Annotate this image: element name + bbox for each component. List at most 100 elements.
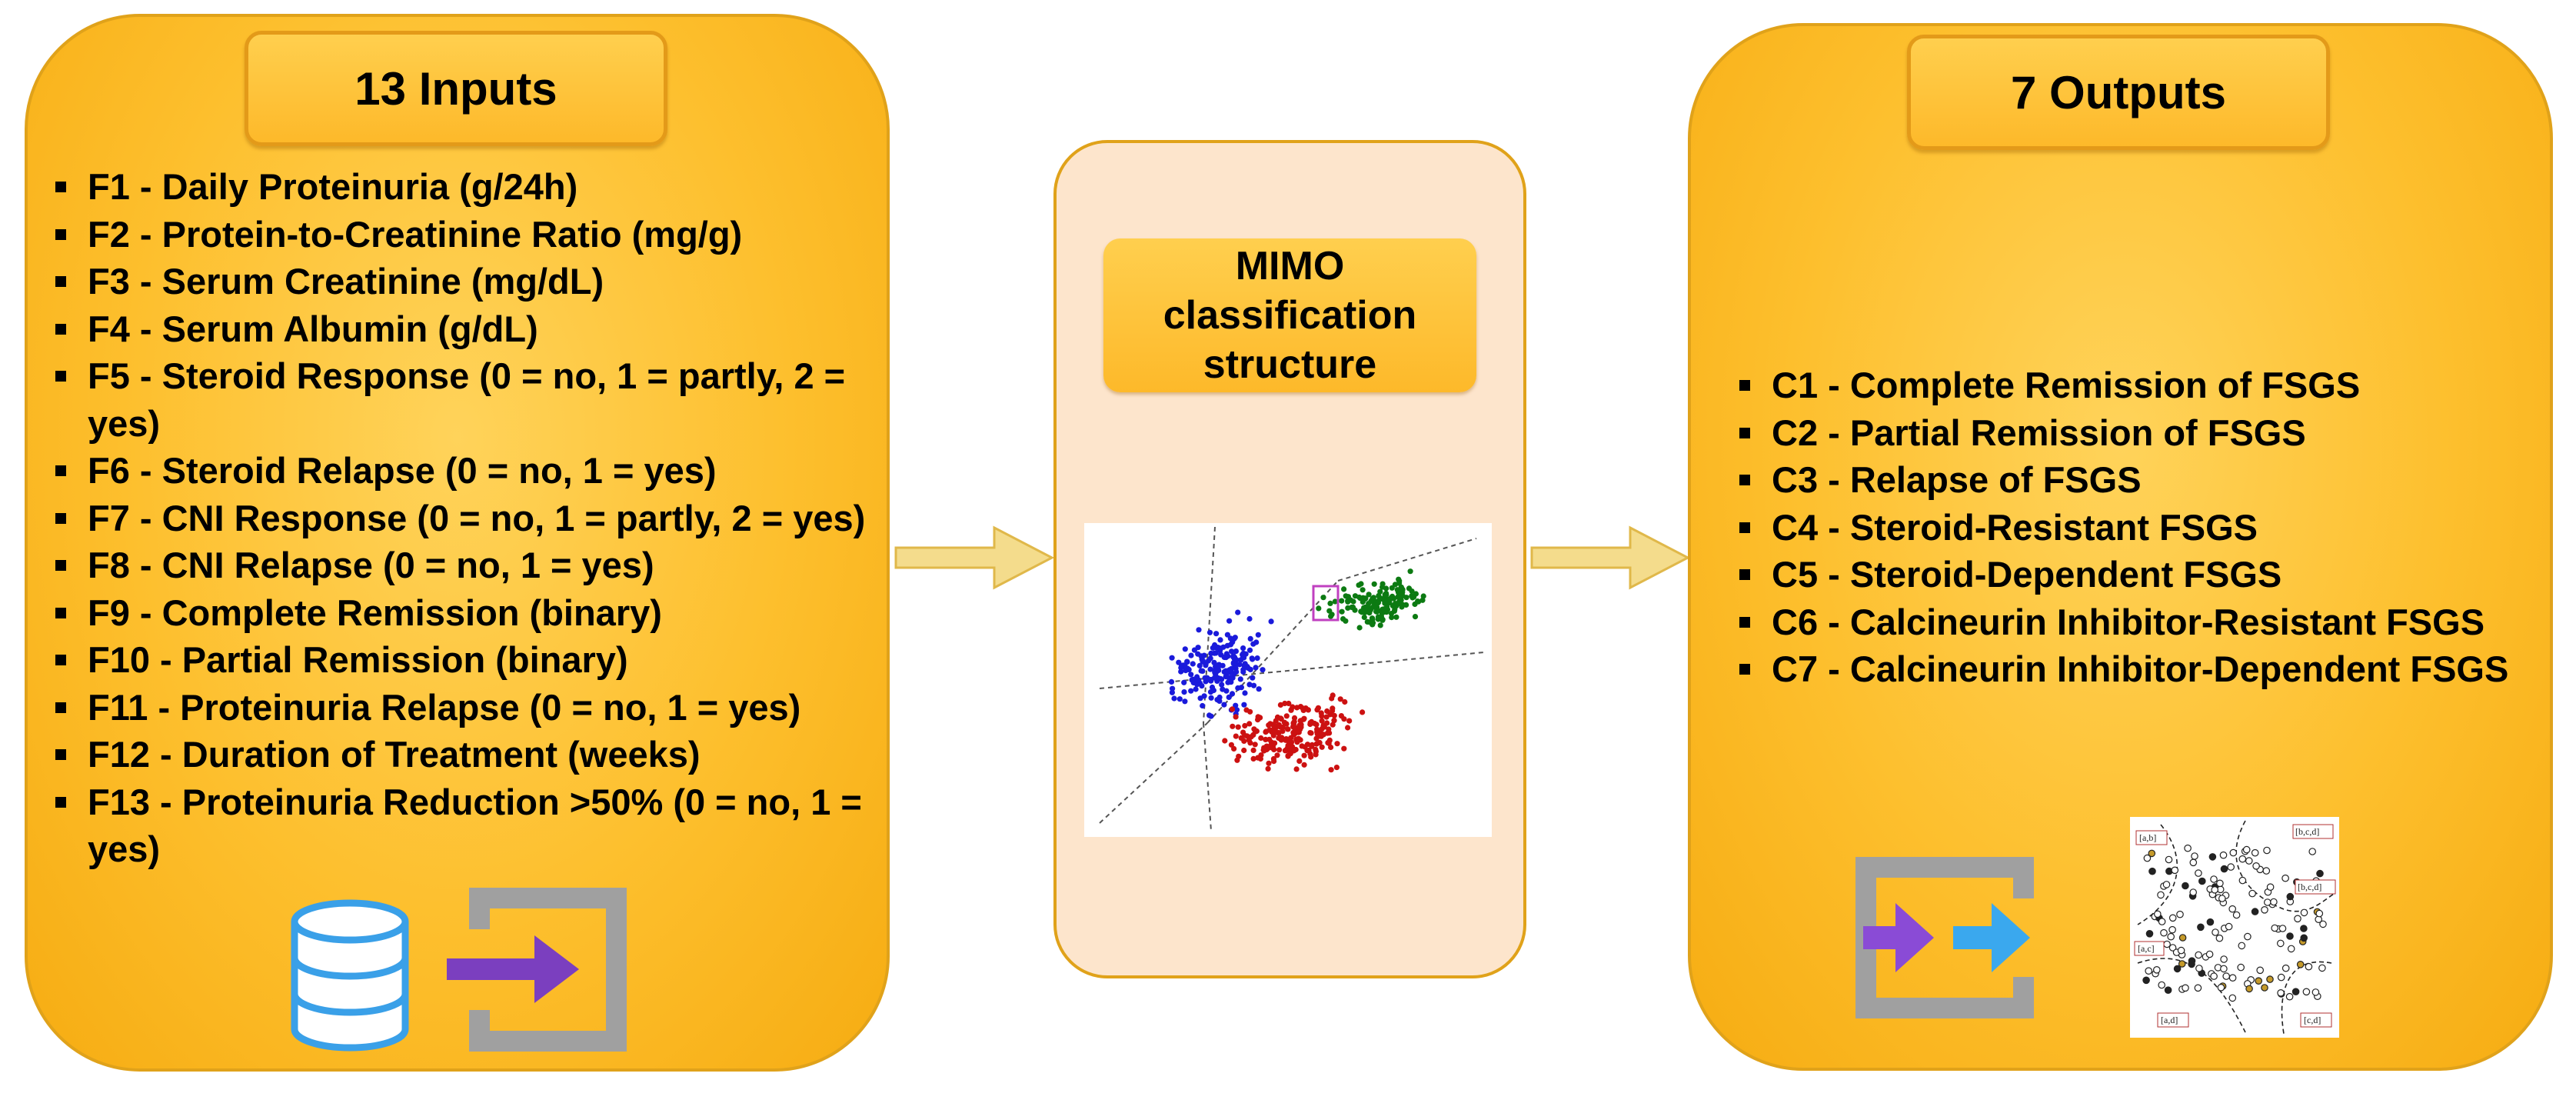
scatter-point	[1236, 753, 1242, 759]
scatter-point	[1226, 618, 1233, 624]
scatter-point	[1226, 694, 1232, 700]
scatter-point	[1233, 702, 1239, 708]
scatter-point	[1236, 662, 1243, 668]
input-item: F9 - Complete Remission (binary)	[52, 589, 883, 637]
cluster-label: [a,c]	[2138, 943, 2155, 954]
cluster-point	[2208, 853, 2217, 861]
cluster-point	[2205, 950, 2214, 958]
cluster-point	[2277, 973, 2285, 982]
scatter-point	[1345, 725, 1351, 731]
scatter-point	[1314, 731, 1320, 737]
scatter-point	[1207, 666, 1213, 672]
cluster-point	[2244, 932, 2252, 941]
scatter-point	[1292, 725, 1298, 732]
scatter-point	[1242, 722, 1248, 729]
scatter-point	[1240, 729, 1246, 735]
cluster-point	[2191, 852, 2198, 860]
cluster-point	[2158, 918, 2166, 925]
scatter-point	[1222, 738, 1228, 744]
input-item: F13 - Proteinuria Reduction >50% (0 = no…	[52, 778, 883, 873]
scatter-point	[1182, 646, 1188, 652]
scatter-point	[1286, 700, 1292, 707]
scatter-point	[1360, 709, 1366, 715]
scatter-point	[1309, 718, 1315, 725]
cluster-point	[2316, 869, 2324, 878]
cluster-point	[2227, 863, 2235, 871]
cluster-point	[2300, 925, 2308, 932]
scatter-point	[1272, 728, 1278, 735]
scatter-point	[1371, 581, 1377, 587]
scatter-point	[1201, 652, 1207, 658]
scatter-point	[1309, 742, 1315, 748]
cluster-point	[2263, 846, 2271, 855]
input-item: F7 - CNI Response (0 = no, 1 = partly, 2…	[52, 495, 883, 542]
cluster-point	[2168, 944, 2177, 952]
scatter-point	[1314, 726, 1320, 732]
scatter-point	[1389, 615, 1395, 621]
cluster-point	[2228, 974, 2237, 982]
scatter-point	[1342, 698, 1348, 705]
cluster-point	[2160, 928, 2168, 937]
scatter-point	[1181, 679, 1187, 685]
cluster-point	[2228, 905, 2236, 913]
scatter-point	[1327, 600, 1333, 606]
input-item: F2 - Protein-to-Creatinine Ratio (mg/g)	[52, 211, 883, 258]
cluster-point	[2195, 951, 2202, 959]
cluster-point	[2168, 914, 2177, 922]
scatter-point	[1277, 702, 1283, 708]
scatter-point	[1215, 675, 1221, 682]
scatter-point	[1326, 726, 1332, 732]
scatter-point	[1393, 614, 1399, 620]
scatter-point	[1250, 675, 1256, 681]
scatter-point	[1270, 755, 1276, 762]
scatter-point	[1296, 758, 1303, 764]
scatter-point	[1246, 647, 1253, 653]
cluster-point	[2286, 892, 2295, 901]
scatter-point	[1193, 686, 1199, 692]
output-item: C5 - Steroid-Dependent FSGS	[1736, 551, 2551, 598]
scatter-point	[1257, 715, 1263, 721]
scatter-point	[1247, 635, 1253, 642]
scatter-point	[1330, 705, 1336, 712]
scatter-point	[1240, 645, 1246, 652]
scatter-point	[1258, 735, 1264, 742]
scatter-point	[1250, 682, 1257, 688]
scatter-point	[1278, 737, 1284, 743]
scatter-point	[1297, 718, 1303, 724]
scatter-point	[1235, 609, 1241, 615]
scatter-point	[1208, 678, 1214, 684]
scatter-point	[1188, 652, 1194, 658]
cluster-point	[2238, 876, 2247, 885]
scatter-point	[1170, 685, 1176, 692]
cluster-point	[2158, 981, 2165, 989]
scatter-point	[1396, 576, 1402, 582]
cluster-point	[2302, 988, 2311, 996]
scatter-point	[1171, 695, 1177, 702]
scatter-point	[1211, 659, 1217, 665]
cluster-point	[2182, 984, 2189, 992]
cluster-point	[2210, 875, 2218, 883]
scatter-point	[1257, 755, 1263, 762]
scatter-point	[1250, 747, 1256, 753]
cluster-point	[2206, 918, 2215, 926]
scatter-point	[1201, 693, 1207, 699]
scatter-point	[1288, 735, 1294, 741]
scatter-point	[1208, 650, 1214, 656]
cluster-point	[2163, 940, 2171, 948]
scatter-point	[1288, 707, 1294, 713]
scatter-point	[1181, 689, 1187, 695]
scatter-point	[1246, 682, 1253, 688]
scatter-point	[1194, 677, 1201, 683]
scatter-point	[1233, 733, 1239, 739]
cluster-point	[2242, 845, 2251, 854]
cluster-label: [a,b]	[2139, 832, 2156, 843]
cluster-point	[2148, 867, 2156, 875]
scatter-point	[1252, 742, 1258, 748]
scatter-point	[1268, 618, 1274, 625]
scatter-point	[1339, 608, 1345, 615]
input-item: F6 - Steroid Relapse (0 = no, 1 = yes)	[52, 447, 883, 495]
inputs-title: 13 Inputs	[245, 31, 667, 146]
scatter-point	[1398, 592, 1404, 598]
scatter-point	[1361, 614, 1367, 621]
scatter-point	[1169, 689, 1175, 695]
